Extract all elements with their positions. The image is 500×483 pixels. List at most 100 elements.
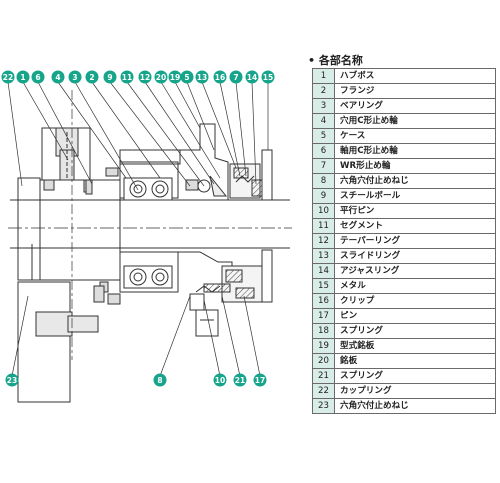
coupling-bottom-block bbox=[17, 281, 71, 403]
callout-bubble bbox=[213, 373, 227, 387]
callout-label: 8 bbox=[157, 376, 162, 385]
part-number: 18 bbox=[312, 323, 335, 339]
part-name: ベアリング bbox=[334, 98, 496, 114]
part-number: 17 bbox=[312, 308, 335, 324]
metal-right bbox=[261, 149, 273, 201]
callout-bubble bbox=[233, 373, 247, 387]
part-name: スプリング bbox=[334, 368, 496, 384]
callout-bubble bbox=[168, 70, 182, 84]
part-number: 8 bbox=[312, 173, 335, 189]
callout-bubble bbox=[1, 70, 15, 84]
callout-label: 9 bbox=[107, 73, 112, 82]
callout-bubble bbox=[16, 70, 30, 84]
part-name: スプリング bbox=[334, 323, 496, 339]
callout-label: 17 bbox=[255, 376, 265, 385]
callout-label: 2 bbox=[89, 73, 94, 82]
callout-label: 14 bbox=[247, 73, 257, 82]
part-number: 1 bbox=[312, 68, 335, 84]
coupling-part bbox=[17, 177, 41, 281]
part-name: メタル bbox=[334, 278, 496, 294]
part-name: カップリング bbox=[334, 383, 496, 399]
callout-bubble bbox=[195, 70, 209, 84]
part-number: 9 bbox=[312, 188, 335, 204]
part-name: スチールボール bbox=[334, 188, 496, 204]
callout-label: 1 bbox=[20, 73, 25, 82]
callout-label: 12 bbox=[140, 73, 150, 82]
part-name: 穴用C形止め輪 bbox=[334, 113, 496, 129]
leader-lines bbox=[7, 81, 269, 377]
part-number: 5 bbox=[312, 128, 335, 144]
callout-label: 20 bbox=[156, 73, 166, 82]
part-number: 14 bbox=[312, 263, 335, 279]
callout-bubble bbox=[153, 373, 167, 387]
callout-label: 22 bbox=[3, 73, 13, 82]
callout-bubble bbox=[213, 70, 227, 84]
part-number: 11 bbox=[312, 218, 335, 234]
part-name: 型式銘板 bbox=[334, 338, 496, 354]
part-number: 13 bbox=[312, 248, 335, 264]
part-number: 22 bbox=[312, 383, 335, 399]
part-name: 六角穴付止めねじ bbox=[334, 173, 496, 189]
callout-bubble bbox=[68, 70, 82, 84]
callout-bubble bbox=[120, 70, 134, 84]
drawing-body bbox=[8, 90, 292, 403]
callout-bubble bbox=[85, 70, 99, 84]
callout-bubble bbox=[245, 70, 259, 84]
part-name: 銘板 bbox=[334, 353, 496, 369]
callout-label: 13 bbox=[197, 73, 207, 82]
callout-label: 4 bbox=[55, 73, 60, 82]
part-name: WR形止め輪 bbox=[334, 158, 496, 174]
part-number: 2 bbox=[312, 83, 335, 99]
callout-bubble bbox=[229, 70, 243, 84]
callout-bubble bbox=[253, 373, 267, 387]
callout-label: 6 bbox=[35, 73, 40, 82]
callout-label: 21 bbox=[235, 376, 245, 385]
callout-label: 10 bbox=[215, 376, 225, 385]
part-number: 23 bbox=[312, 398, 335, 414]
part-number: 6 bbox=[312, 143, 335, 159]
part-name: セグメント bbox=[334, 218, 496, 234]
part-name: 六角穴付止めねじ bbox=[334, 398, 496, 414]
part-name: 軸用C形止め輪 bbox=[334, 143, 496, 159]
callout-label: 5 bbox=[184, 73, 189, 82]
callout-bubble bbox=[51, 70, 65, 84]
callout-bubble bbox=[103, 70, 117, 84]
part-name: クリップ bbox=[334, 293, 496, 309]
part-number: 10 bbox=[312, 203, 335, 219]
part-number: 3 bbox=[312, 98, 335, 114]
callout-label: 19 bbox=[170, 73, 180, 82]
part-name: 平行ピン bbox=[334, 203, 496, 219]
part-name: テーパーリング bbox=[334, 233, 496, 249]
part-number: 19 bbox=[312, 338, 335, 354]
callout-bubble bbox=[154, 70, 168, 84]
parts-list-title: • 各部名称 bbox=[308, 54, 363, 67]
callout-label: 7 bbox=[233, 73, 238, 82]
callout-label: 11 bbox=[122, 73, 132, 82]
callout-bubble bbox=[261, 70, 275, 84]
part-name: ピン bbox=[334, 308, 496, 324]
bearing-lower bbox=[123, 265, 173, 289]
part-name: スライドリング bbox=[334, 248, 496, 264]
part-name: ハブボス bbox=[334, 68, 496, 84]
cross-section-drawing: 22 1 6 4 3 2 9 11 12 20 19 5 13 16 7 14 … bbox=[1, 70, 292, 403]
